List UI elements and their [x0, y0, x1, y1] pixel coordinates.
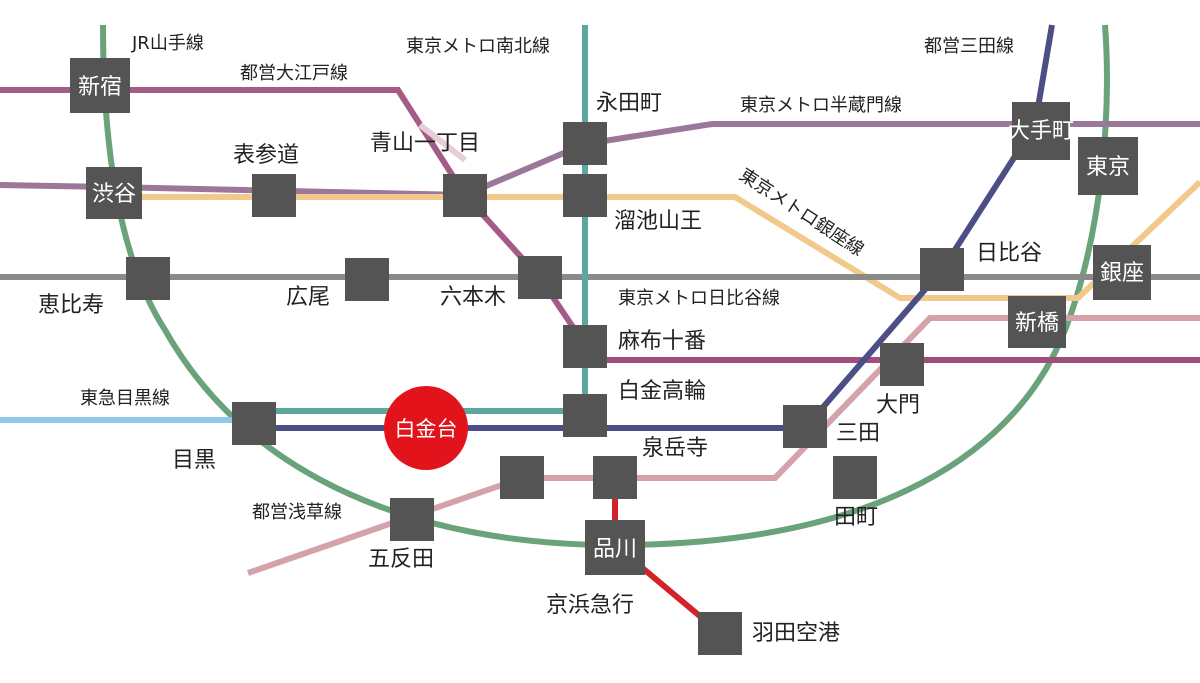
- label-line-hibiya: 東京メトロ日比谷線: [618, 288, 780, 309]
- label-nagatacho: 永田町: [596, 91, 662, 116]
- station-hibiya[interactable]: [920, 248, 964, 291]
- label-meguro: 目黒: [172, 448, 216, 473]
- label-line-hanzomon: 東京メトロ半蔵門線: [740, 95, 902, 116]
- label-hiroo: 広尾: [286, 285, 330, 310]
- station-gotanda[interactable]: [390, 498, 434, 541]
- station-shirokane-takanawa[interactable]: [563, 394, 607, 437]
- oedo-line-branch: [418, 122, 467, 163]
- station-shinjuku[interactable]: [70, 58, 130, 113]
- label-roppongi: 六本木: [440, 285, 506, 310]
- label-line-oedo: 都営大江戸線: [240, 63, 348, 84]
- station-ebisu[interactable]: [126, 257, 170, 300]
- station-hiroo[interactable]: [345, 258, 389, 301]
- station-unnamed-asakusa[interactable]: [500, 456, 544, 499]
- label-shirokane-takanawa: 白金高輪: [618, 379, 706, 404]
- label-omotesando: 表参道: [233, 143, 299, 168]
- label-shinagawa: 品川: [593, 537, 637, 562]
- station-meguro[interactable]: [232, 402, 276, 445]
- label-daimon: 大門: [876, 393, 920, 418]
- label-otemachi: 大手町: [1008, 119, 1074, 144]
- label-line-keikyu: 京浜急行: [546, 593, 634, 618]
- station-shibuya[interactable]: [86, 167, 142, 219]
- station-mita[interactable]: [783, 405, 827, 448]
- label-hibiya: 日比谷: [976, 241, 1042, 266]
- label-sengakuji: 泉岳寺: [642, 436, 708, 461]
- label-shibuya: 渋谷: [92, 182, 136, 207]
- current-station-marker[interactable]: [384, 386, 468, 470]
- label-ginza: 銀座: [1100, 261, 1144, 286]
- label-tokyo: 東京: [1086, 155, 1130, 180]
- label-aoyama-itchome: 青山一丁目: [370, 131, 480, 156]
- label-line-asakusa: 都営浅草線: [252, 502, 342, 523]
- stations: [70, 58, 1151, 655]
- label-line-jr-yamanote: JR山手線: [131, 33, 204, 54]
- station-haneda[interactable]: [698, 612, 742, 655]
- station-omotesando[interactable]: [252, 174, 296, 217]
- current-station-label: 白金台: [395, 417, 458, 441]
- station-otemachi[interactable]: [1012, 102, 1070, 160]
- label-line-namboku: 東京メトロ南北線: [406, 36, 550, 57]
- station-shinagawa[interactable]: [585, 520, 645, 575]
- label-line-meguro: 東急目黒線: [80, 388, 170, 409]
- station-tamachi[interactable]: [833, 456, 877, 499]
- label-ebisu: 恵比寿: [38, 293, 104, 318]
- label-shinjuku: 新宿: [78, 75, 122, 100]
- station-roppongi[interactable]: [518, 256, 562, 299]
- label-line-mita: 都営三田線: [924, 36, 1014, 57]
- station-azabu-juban[interactable]: [563, 325, 607, 368]
- station-daimon[interactable]: [880, 343, 924, 386]
- label-haneda: 羽田空港: [752, 621, 840, 646]
- station-aoyama-itchome[interactable]: [443, 174, 487, 217]
- label-azabu-juban: 麻布十番: [618, 329, 706, 354]
- label-mita: 三田: [836, 421, 880, 446]
- label-gotanda: 五反田: [368, 547, 434, 572]
- station-shimbashi[interactable]: [1008, 296, 1066, 348]
- station-tameike-sanno[interactable]: [563, 174, 607, 217]
- station-ginza[interactable]: [1093, 245, 1151, 300]
- label-tameike-sanno: 溜池山王: [614, 209, 702, 234]
- station-nagatacho[interactable]: [563, 122, 607, 165]
- label-shimbashi: 新橋: [1015, 311, 1059, 336]
- label-tamachi: 田町: [834, 505, 878, 530]
- station-sengakuji[interactable]: [593, 456, 637, 499]
- station-tokyo[interactable]: [1078, 137, 1138, 195]
